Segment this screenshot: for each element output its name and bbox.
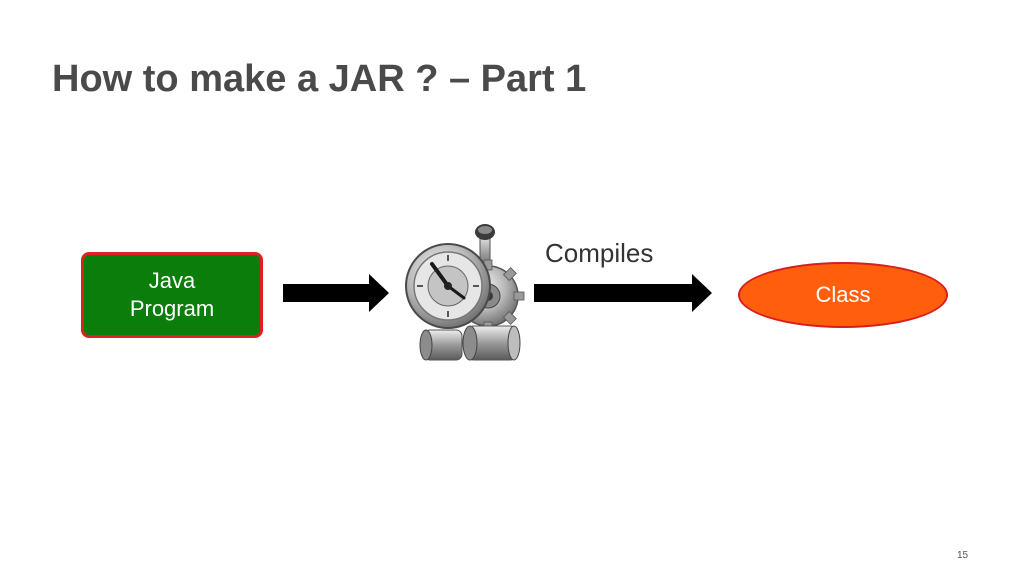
slide-number: 15 — [957, 550, 969, 561]
arrow-to-class — [534, 274, 712, 312]
class-oval: Class — [738, 262, 948, 328]
class-label: Class — [815, 282, 871, 307]
arrow-to-compiler — [283, 274, 389, 312]
java-program-box: Java Program — [81, 252, 263, 338]
java-program-label-line-2: Program — [129, 296, 215, 321]
clockwork-gear-machine-icon — [405, 224, 525, 361]
slide-title: How to make a JAR ? – Part 1 — [52, 58, 587, 100]
java-program-label-line-1: Java — [148, 268, 196, 293]
compiles-label: Compiles — [545, 238, 654, 268]
